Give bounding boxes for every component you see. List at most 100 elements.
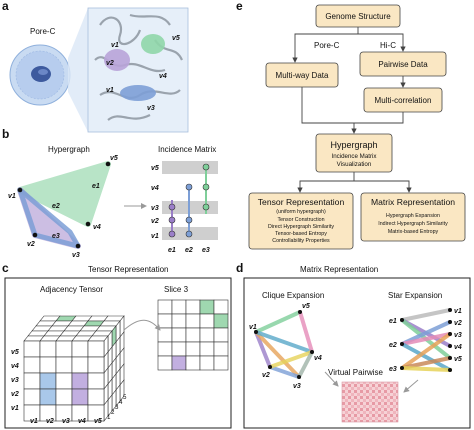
tensor-item-3: Controllability Properties	[272, 238, 330, 244]
tensor-front-cell	[55, 340, 73, 358]
c-depth-5: 5	[123, 394, 127, 401]
clique-title: Clique Expansion	[262, 291, 324, 300]
slice-cell	[199, 313, 215, 329]
hypergraph-title: Hypergraph	[48, 145, 90, 154]
inc-row-v5: v5	[151, 165, 159, 172]
panel-letter-b: b	[2, 127, 9, 141]
slice-cell	[213, 355, 229, 371]
incidence-matrix: v5 v4 v3 v2 v1 e1 e2 e3	[151, 161, 218, 254]
c-col-v5: v5	[94, 418, 102, 425]
tensor-front-cell	[87, 356, 105, 374]
c-depth-3: 3	[115, 404, 119, 411]
c-depth-4: 4	[119, 399, 123, 406]
tensor-front-cell	[39, 340, 57, 358]
tensor-front-cell	[39, 356, 57, 374]
a-v4: v4	[159, 73, 167, 80]
c-arrow	[123, 319, 161, 331]
d-v2: v2	[262, 372, 270, 379]
slice-cell	[213, 299, 229, 315]
clique-labels: v1 v5 v4 v2 v3	[249, 303, 322, 390]
pore-c-branch: Pore-C	[314, 41, 340, 50]
b-v5: v5	[110, 155, 118, 162]
tensor-front-cell	[55, 388, 73, 406]
matrix-item-1: Indirect Hypergraph Similarity	[378, 221, 448, 227]
contact-green	[141, 34, 165, 54]
cell-nucleus-illustration	[9, 44, 71, 106]
tensor-front-cell	[87, 404, 105, 422]
panel-a-vertex-labels: v1 v5 v2 v4 v1 v3	[106, 35, 180, 112]
a-v5: v5	[172, 35, 180, 42]
clique-graph	[254, 310, 314, 379]
panel-letter-d: d	[236, 261, 243, 275]
c-col-v3: v3	[62, 418, 70, 425]
c-depth-1: 1	[107, 414, 111, 421]
inc-row-v1: v1	[151, 233, 159, 240]
panel-letter-a: a	[2, 0, 9, 13]
genome-text: Genome Structure	[325, 12, 391, 21]
contact-blue	[120, 85, 156, 101]
incidence-title: Incidence Matrix	[158, 145, 216, 154]
slice-cell	[157, 313, 173, 329]
multiway-text: Multi-way Data	[276, 71, 329, 80]
slice-cell	[171, 299, 187, 315]
inc-col-e2: e2	[185, 247, 193, 254]
c-col-v1: v1	[30, 418, 38, 425]
hypergraph-drawing	[17, 161, 111, 249]
adjacency-title: Adjacency Tensor	[40, 285, 103, 294]
star-v3: v3	[454, 332, 462, 339]
c-row-v5: v5	[11, 349, 19, 356]
d-v4: v4	[314, 355, 322, 362]
star-graph	[400, 308, 452, 372]
tensor-front-cell	[55, 372, 73, 390]
slice-cell	[199, 327, 215, 343]
slice-cell	[157, 299, 173, 315]
inc-row-v2: v2	[151, 218, 159, 225]
slice-cell	[199, 341, 215, 357]
tensor-title: Tensor Representation	[258, 197, 345, 207]
tensor-front-cell	[71, 372, 89, 390]
tensor-front-cell	[39, 372, 57, 390]
flowchart: Genome Structure Pore-C Hi-C Multi-way D…	[248, 4, 466, 250]
virtual-heatmap	[341, 381, 399, 423]
tensor-rep-title: Tensor Representation	[88, 265, 169, 274]
c-col-v2: v2	[46, 418, 54, 425]
inc-row-v3: v3	[151, 205, 159, 212]
b-v4: v4	[93, 224, 101, 231]
d-v3: v3	[293, 383, 301, 390]
c-col-v4: v4	[78, 418, 86, 425]
tensor-front-cell	[39, 388, 57, 406]
slice-cell	[157, 341, 173, 357]
pore-c-label: Pore-C	[30, 27, 56, 36]
hypergraph-sub2: Visualization	[337, 161, 372, 168]
slice-cell	[157, 355, 173, 371]
slice-cell	[171, 341, 187, 357]
tensor-front-cell	[71, 356, 89, 374]
b-v1: v1	[8, 193, 16, 200]
zoom-cone	[68, 8, 88, 132]
a-v2: v2	[106, 60, 114, 67]
slice-cell	[157, 327, 173, 343]
star-e2: e2	[389, 342, 397, 349]
c-row-v1: v1	[11, 405, 19, 412]
tensor-box	[248, 192, 354, 250]
tensor-front-cell	[23, 340, 41, 358]
hypergraph-sub1: Incidence Matrix	[331, 153, 377, 160]
star-v5: v5	[454, 356, 462, 363]
tensor-item-2: Tensor-based Entropy	[275, 231, 327, 237]
inc-col-e3: e3	[202, 247, 210, 254]
b-e1: e1	[92, 183, 100, 190]
slice-cell	[185, 355, 201, 371]
slice-3-grid	[157, 299, 229, 371]
c-row-v3: v3	[11, 377, 19, 384]
star-v2: v2	[454, 320, 462, 327]
adjacency-tensor	[23, 315, 125, 422]
star-v4: v4	[454, 344, 462, 351]
panel-c-frame	[4, 277, 232, 429]
b-v2: v2	[27, 241, 35, 248]
panel-letter-e: e	[236, 0, 243, 13]
tensor-item-0: Tensor Construction	[277, 217, 324, 223]
b-v3: v3	[72, 252, 80, 259]
pairwise-text: Pairwise Data	[378, 60, 428, 69]
c-row-v2: v2	[11, 391, 19, 398]
